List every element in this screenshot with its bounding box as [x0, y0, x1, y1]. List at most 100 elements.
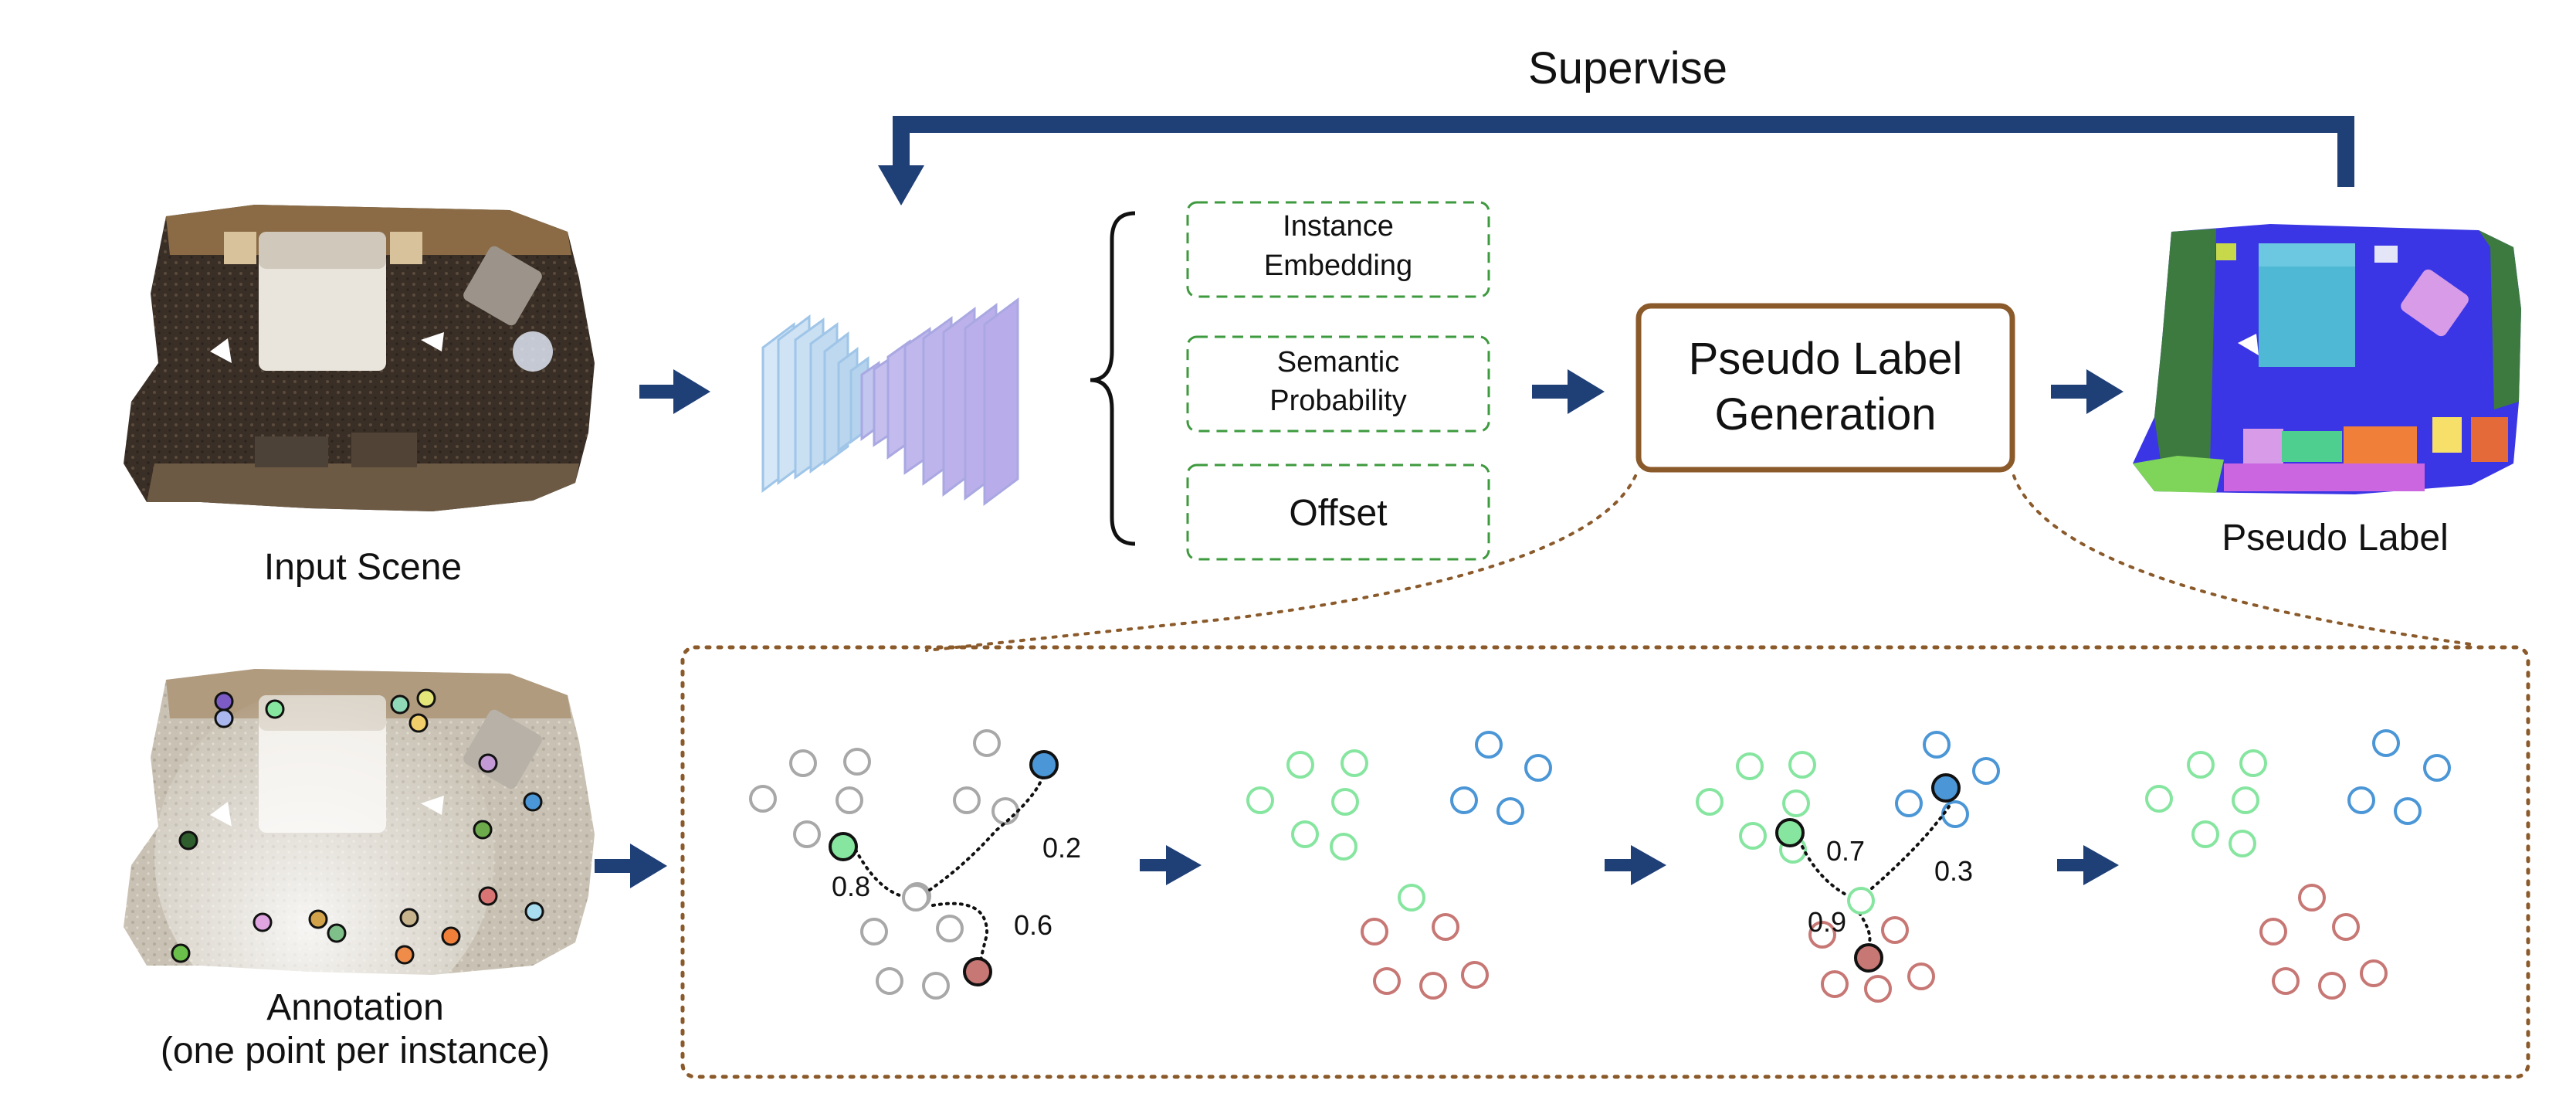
annotation-points — [171, 688, 544, 965]
input-scene-image — [124, 205, 595, 511]
generation-line1: Pseudo Label — [1689, 334, 1963, 384]
point — [1246, 786, 1274, 814]
point — [1461, 961, 1489, 989]
point — [1373, 967, 1401, 995]
output-brace — [1090, 211, 1136, 546]
point — [2298, 884, 2326, 912]
point — [1941, 800, 1969, 828]
point — [2372, 729, 2400, 757]
point — [2332, 913, 2360, 941]
score-label: 0.6 — [1014, 909, 1052, 941]
point — [2318, 972, 2346, 1000]
offset-label: Offset — [1289, 493, 1387, 534]
arrow-generation-to-label — [2051, 369, 2124, 414]
point — [836, 786, 863, 814]
point — [991, 797, 1019, 825]
annotation-point — [178, 830, 198, 850]
annotation-point — [523, 792, 543, 812]
annotation-point — [416, 688, 436, 708]
point — [1788, 751, 1816, 779]
point — [1419, 972, 1447, 1000]
point — [1450, 786, 1478, 814]
point — [2360, 959, 2388, 987]
point — [1398, 884, 1425, 912]
point — [1331, 788, 1359, 816]
instance-embedding-line1: Instance — [1283, 210, 1394, 243]
point — [1286, 751, 1314, 779]
annotation-point — [524, 901, 544, 922]
pseudo-label-generation-box: Pseudo Label Generation — [1635, 303, 2015, 473]
point — [1808, 921, 1836, 949]
point — [1341, 749, 1368, 777]
point — [749, 785, 777, 813]
point — [876, 967, 903, 995]
pseudo-label-image — [2133, 224, 2521, 494]
point — [2187, 751, 2215, 779]
point — [1361, 918, 1388, 946]
click-point-green — [829, 832, 858, 861]
point — [789, 749, 817, 777]
annotation-point — [171, 943, 191, 963]
arrow-outputs-to-generation — [1532, 369, 1605, 414]
annotation-point — [253, 912, 273, 932]
point — [1821, 970, 1849, 998]
point — [843, 748, 871, 776]
annotation-label-line1: Annotation — [266, 987, 444, 1028]
semantic-probability-box: Semantic Probability — [1186, 335, 1490, 433]
point — [2259, 918, 2287, 946]
point — [1736, 752, 1764, 780]
point — [953, 786, 981, 814]
point — [1291, 820, 1319, 848]
arrow-step1-to-step2 — [1140, 845, 1202, 885]
annotation-point — [390, 694, 410, 715]
instance-embedding-box: Instance Embedding — [1186, 201, 1490, 298]
point — [1739, 822, 1767, 850]
center-point — [1847, 887, 1875, 915]
instance-embedding-line2: Embedding — [1264, 250, 1412, 282]
point — [2229, 830, 2256, 857]
point — [2272, 967, 2300, 995]
annotation-point — [399, 908, 419, 928]
point — [1330, 833, 1357, 861]
point — [2347, 786, 2375, 814]
click-point-red — [963, 957, 992, 986]
arrow-step2-to-step3 — [1605, 845, 1666, 885]
annotation-point — [473, 820, 493, 840]
score-label: 0.2 — [1042, 832, 1081, 864]
step4-points — [2145, 729, 2451, 1000]
pseudo-label-label: Pseudo Label — [2222, 518, 2449, 558]
annotation-point — [478, 753, 498, 773]
point — [1432, 913, 1459, 941]
point — [1895, 789, 1923, 817]
point — [2239, 749, 2267, 777]
point — [2394, 797, 2422, 825]
click-point-green — [1775, 818, 1805, 847]
arrow-input-to-network — [639, 369, 710, 414]
point — [1475, 731, 1503, 759]
supervise-label: Supervise — [1528, 43, 1727, 93]
point — [1524, 754, 1552, 782]
step3-links — [1801, 802, 1952, 946]
annotation-label-line2: (one point per instance) — [161, 1030, 550, 1071]
input-scene-label: Input Scene — [264, 547, 462, 588]
annotation-point — [214, 691, 234, 711]
step2-points — [1246, 731, 1552, 1000]
supervise-arrow — [878, 116, 2354, 205]
point — [1923, 731, 1951, 759]
point — [1881, 916, 1909, 944]
point — [2145, 785, 2173, 813]
score-label: 0.3 — [1934, 855, 1973, 887]
annotation-point — [441, 926, 461, 946]
arrow-annotation-to-detail — [595, 844, 667, 888]
point — [973, 729, 1001, 757]
arrow-step3-to-step4 — [2057, 845, 2119, 885]
score-label: 0.9 — [1808, 906, 1846, 938]
score-label: 0.7 — [1826, 835, 1865, 867]
point — [1907, 963, 1935, 990]
generation-line2: Generation — [1715, 389, 1937, 440]
point — [1972, 757, 2000, 785]
point — [936, 915, 964, 942]
annotation-point — [308, 909, 328, 929]
zoom-line-left — [925, 474, 1637, 652]
score-label: 0.8 — [832, 871, 870, 902]
